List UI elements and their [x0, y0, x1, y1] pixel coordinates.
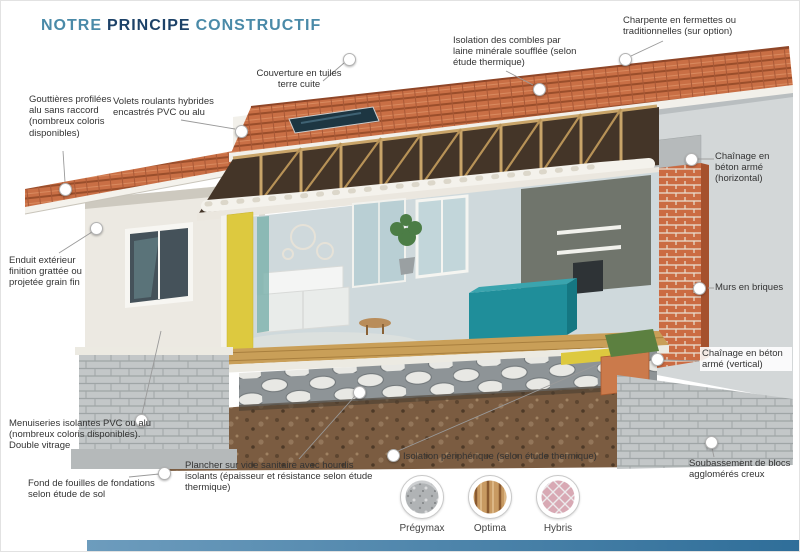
legend-label-optima: Optima — [473, 523, 507, 534]
attic-cutaway — [197, 104, 659, 221]
callout-menuiseries: Menuiseries isolantes PVC ou alu (nombre… — [9, 418, 152, 452]
legend-item-hybris: Hybris — [526, 475, 590, 534]
floor-slab — [239, 351, 657, 411]
porch-roof — [24, 151, 234, 215]
interior-room — [231, 172, 659, 354]
kitchen-shelf — [557, 225, 621, 235]
legend-item-optima: Optima — [458, 475, 522, 534]
callout-dot-plancher — [353, 386, 366, 399]
callout-dot-couverture — [343, 53, 356, 66]
callout-dot-volets — [235, 125, 248, 138]
callout-gouttieres: Gouttières profilées alu sans raccord (n… — [29, 94, 112, 139]
callout-dot-murs-briques — [693, 282, 706, 295]
title-word-notre: NOTRE — [41, 17, 102, 34]
brick-column — [651, 163, 701, 369]
left-foundation — [71, 347, 237, 469]
callout-volets: Volets roulants hybrides encastrés PVC o… — [113, 96, 214, 119]
gutter — [25, 169, 233, 214]
footer-accent-bar — [87, 540, 799, 551]
callout-charpente: Charpente en fermettes ou traditionnelle… — [623, 15, 737, 38]
wall-decor — [290, 224, 316, 250]
callout-dot-isolation-combles — [533, 83, 546, 96]
kitchen-backsplash — [521, 175, 651, 297]
callout-isolation-combles: Isolation des combles par laine minérale… — [453, 35, 577, 69]
callout-dot-chainage-horizontal — [685, 153, 698, 166]
mirror-panel — [257, 216, 269, 333]
callout-dot-menuiseries — [135, 414, 148, 427]
plant — [390, 214, 422, 275]
footing — [71, 449, 237, 469]
earth — [161, 373, 657, 471]
callout-soubassement: Soubassement de blocs agglomérés creux — [689, 458, 791, 481]
pregymax-swatch-icon — [400, 475, 444, 519]
ceiling-strip — [197, 167, 659, 221]
callout-dot-soubassement — [705, 436, 718, 449]
kitchen-appliance — [573, 260, 603, 294]
callout-dot-isolation-peripherique — [387, 449, 400, 462]
blown-insulation — [201, 158, 655, 212]
optima-swatch-icon — [468, 475, 512, 519]
cut-wall-insulation — [221, 211, 269, 363]
title-word-constructif: CONSTRUCTIF — [195, 17, 322, 34]
hybris-swatch-icon — [536, 475, 580, 519]
legend-label-hybris: Hybris — [543, 523, 573, 534]
callout-dot-gouttieres — [59, 183, 72, 196]
callout-dot-charpente — [619, 53, 632, 66]
callout-enduit: Enduit extérieur finition grattée ou pro… — [9, 255, 82, 289]
wood-floor — [217, 331, 669, 373]
leader-lines — [58, 40, 715, 478]
title-word-principe: PRINCIPE — [107, 17, 191, 34]
truss-diagonals — [260, 108, 622, 202]
right-foundation — [617, 375, 793, 469]
callout-dot-fond-fouilles — [158, 467, 171, 480]
callout-dot-enduit — [90, 222, 103, 235]
callout-plancher: Plancher sur vide sanitaire avec hourdis… — [185, 460, 373, 494]
bush — [605, 329, 659, 357]
coffee-table — [359, 318, 391, 328]
callout-isolation-peripherique: Isolation périphérique (selon étude ther… — [403, 451, 597, 462]
kitchen-island — [469, 284, 567, 344]
legend-item-pregymax: Prégymax — [390, 475, 454, 534]
callout-chainage-horizontal: Chaînage en béton armé (horizontal) — [715, 151, 770, 185]
callout-murs-briques: Murs en briques — [715, 282, 784, 293]
callout-couverture: Couverture en tuiles terre cuite — [256, 68, 342, 91]
legend-label-pregymax: Prégymax — [399, 523, 445, 534]
callout-chainage-vertical: Chaînage en béton armé (vertical) — [700, 347, 792, 372]
callout-fond-fouilles: Fond de fouilles de fondations selon étu… — [28, 478, 155, 501]
material-legend: Prégymax Optima — [390, 475, 590, 534]
callout-dot-chainage-vertical — [651, 353, 664, 366]
left-exterior-wall — [85, 185, 233, 355]
